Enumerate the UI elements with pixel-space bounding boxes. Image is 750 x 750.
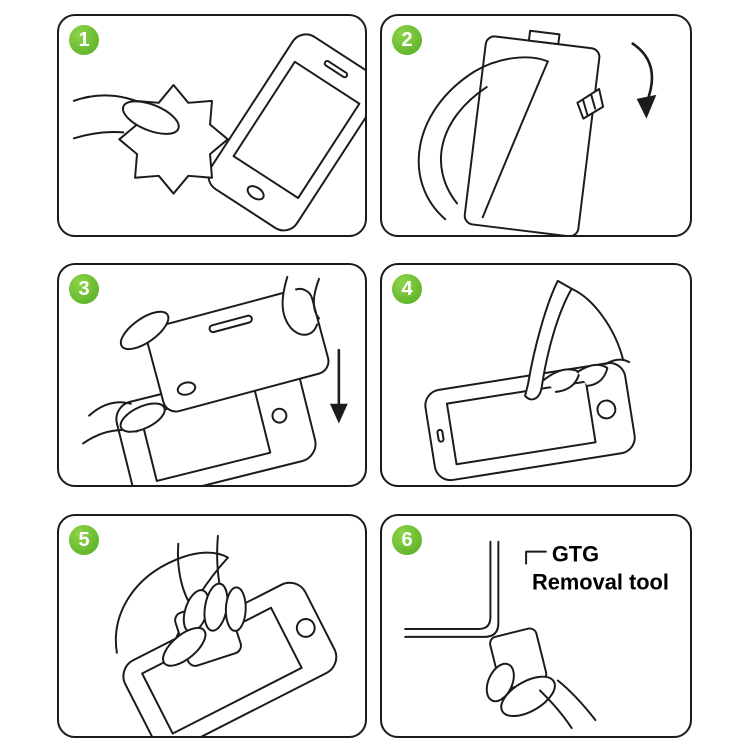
step-number-badge: 1 bbox=[69, 25, 99, 55]
smooth-film-illustration bbox=[114, 534, 338, 736]
phone-illustration bbox=[207, 33, 365, 232]
protector-sheet bbox=[463, 29, 601, 235]
step-1-panel: 1 bbox=[57, 14, 367, 237]
down-arrow-icon bbox=[329, 348, 348, 424]
pressing-hand bbox=[524, 279, 631, 401]
step-4-panel: 4 bbox=[380, 263, 692, 487]
glass-protector bbox=[146, 287, 330, 413]
step-number-badge: 5 bbox=[69, 525, 99, 555]
step-number-badge: 2 bbox=[392, 25, 422, 55]
step-number-badge: 4 bbox=[392, 274, 422, 304]
peel-arrow-icon bbox=[631, 42, 657, 119]
step-number-badge: 6 bbox=[392, 525, 422, 555]
clean-screen-illustration bbox=[72, 33, 365, 232]
tool-label-line1: GTG bbox=[552, 542, 599, 567]
align-glass-illustration bbox=[82, 275, 348, 485]
step-5-panel: 5 bbox=[57, 514, 367, 738]
phone-illustration bbox=[424, 362, 636, 482]
step-6-panel: 6 GTG Removal tool bbox=[380, 514, 692, 738]
step-3-panel: 3 bbox=[57, 263, 367, 487]
leader-line bbox=[525, 550, 547, 565]
hand-bottom bbox=[82, 401, 166, 445]
peeling-film bbox=[417, 56, 549, 221]
hand-top bbox=[119, 275, 321, 351]
press-screen-illustration bbox=[424, 279, 636, 482]
removal-tool-illustration: GTG Removal tool bbox=[404, 540, 669, 730]
pull-tab bbox=[576, 88, 605, 120]
hand bbox=[485, 662, 597, 730]
glass-corner bbox=[404, 540, 500, 638]
step-2-panel: 2 bbox=[380, 14, 692, 237]
step-number-badge: 3 bbox=[69, 274, 99, 304]
peel-film-illustration bbox=[417, 29, 657, 235]
hand bbox=[162, 534, 247, 667]
tool-label-line2: Removal tool bbox=[532, 569, 669, 594]
hand bbox=[72, 94, 180, 140]
